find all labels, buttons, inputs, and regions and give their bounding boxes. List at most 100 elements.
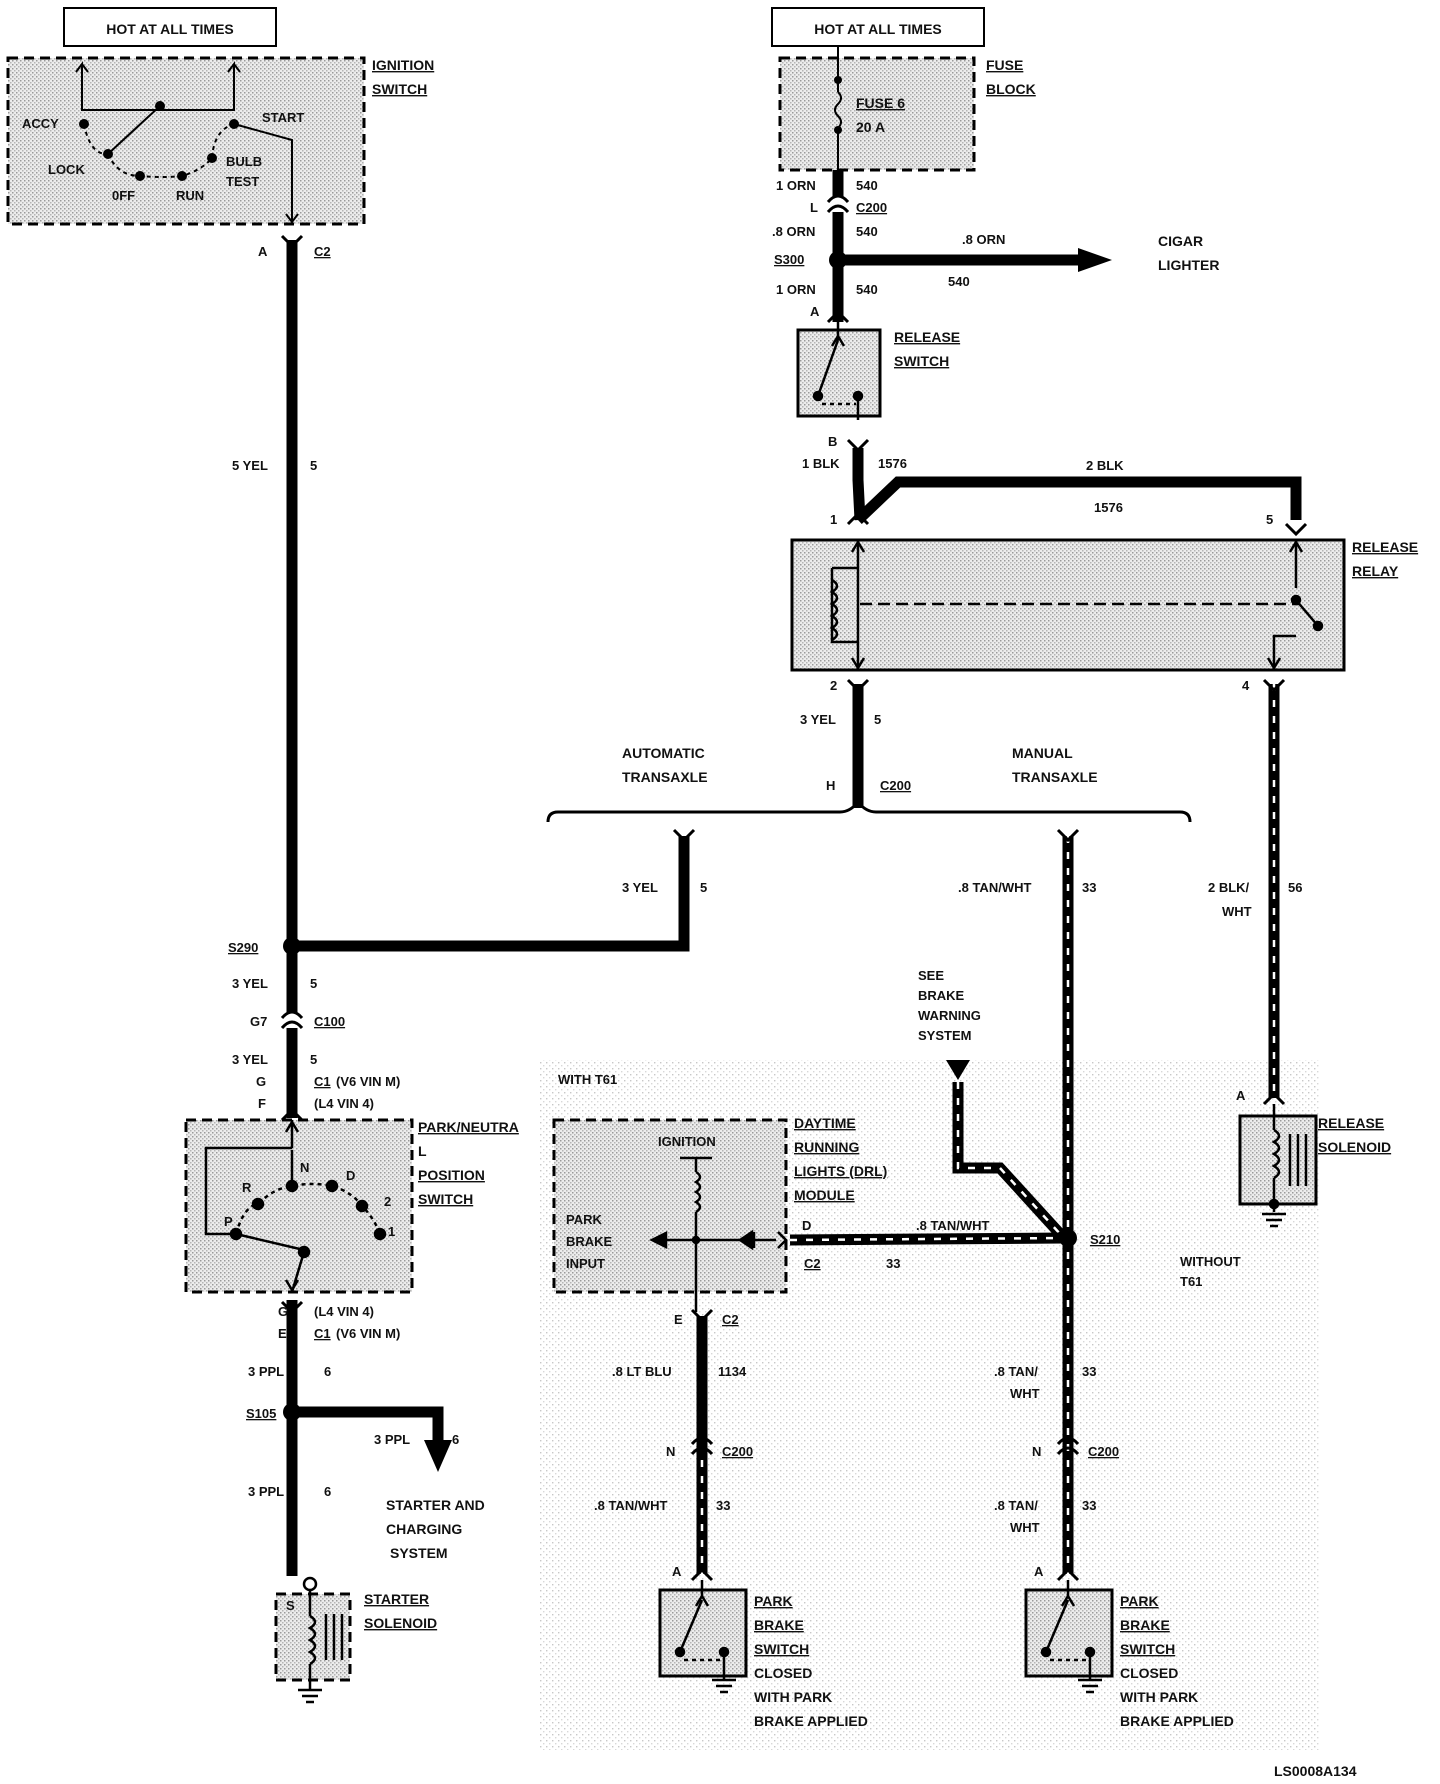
arrow-starter-charging [424, 1440, 452, 1472]
lbl-l4-bot: (L4 VIN 4) [314, 1304, 374, 1319]
fuse-label: FUSE 6 [856, 95, 905, 111]
without-t61-2: T61 [1180, 1274, 1202, 1289]
park-neutral-title-4: SWITCH [418, 1191, 473, 1207]
ignition-switch-title-2: SWITCH [372, 81, 427, 97]
lbl-33-manual: 33 [1082, 880, 1096, 895]
park-neutral-title-1: PARK/NEUTRA [418, 1119, 519, 1135]
lbl-5-yel: 5 YEL [232, 458, 268, 473]
fuse-block-box [778, 56, 976, 172]
lbl-a-left: A [672, 1564, 682, 1579]
lbl-e-drl: E [674, 1312, 683, 1327]
hot-at-all-times-box-left [63, 7, 277, 47]
lbl-tanwht-r1a: .8 TAN/ [994, 1364, 1038, 1379]
transaxle-brace [546, 799, 1192, 823]
drl-module-box [552, 1118, 788, 1294]
splice-s300 [829, 251, 847, 269]
lbl-2-blkwht-1: 2 BLK/ [1208, 880, 1250, 895]
fuse-icon [834, 46, 842, 170]
ground-icon-starter [298, 1688, 322, 1704]
lbl-3-yel-s290: 3 YEL [232, 976, 268, 991]
lbl-3-yel-relay: 3 YEL [800, 712, 836, 727]
lbl-release-b: B [828, 434, 837, 449]
gear-d-label: D [346, 1168, 355, 1183]
ignition-switch-title-1: IGNITION [372, 57, 434, 73]
lbl-1-orn: 1 ORN [776, 178, 816, 193]
pbs-left-5: WITH PARK [754, 1689, 832, 1705]
starter-solenoid-icon [302, 1576, 344, 1690]
park-brake-switch-right-labels: PARK BRAKE SWITCH CLOSED WITH PARK BRAKE… [1120, 1593, 1234, 1729]
lbl-g-top: G [256, 1074, 266, 1089]
park-brake-switch-left-labels: PARK BRAKE SWITCH CLOSED WITH PARK BRAKE… [754, 1593, 868, 1729]
lbl-lt-blu: .8 LT BLU [612, 1364, 672, 1379]
relay-coil-icon [829, 539, 1324, 671]
release-relay-title-1: RELEASE [1352, 539, 1418, 555]
pbs-right-2: BRAKE [1120, 1617, 1170, 1633]
pbs-right-4: CLOSED [1120, 1665, 1178, 1681]
lbl-solenoid-a: A [1236, 1088, 1246, 1103]
lbl-6-b: 6 [452, 1432, 459, 1447]
lbl-tanwht-r2a: .8 TAN/ [994, 1498, 1038, 1513]
lbl-5-auto: 5 [700, 880, 707, 895]
starter-solenoid-title-2: SOLENOID [364, 1615, 437, 1631]
lbl-drl-tanwht: .8 TAN/WHT [916, 1218, 989, 1233]
wire-brake-warning [952, 1082, 1067, 1240]
drl-ignition-label: IGNITION [658, 1134, 716, 1149]
lbl-s210: S210 [1090, 1232, 1120, 1247]
connector-markers [280, 194, 1308, 1582]
release-solenoid-title-1: RELEASE [1318, 1115, 1384, 1131]
starter-charging-3: SYSTEM [390, 1545, 448, 1561]
release-solenoid-title-2: SOLENOID [1318, 1139, 1391, 1155]
lbl-5-relay: 5 [874, 712, 881, 727]
lbl-540-b: 540 [856, 224, 878, 239]
accy-label: ACCY [22, 116, 59, 131]
lbl-tanwht-r1b: WHT [1010, 1386, 1040, 1401]
hot-at-all-times-box-right [771, 7, 985, 47]
lbl-f: F [258, 1096, 266, 1111]
fuse-rating: 20 A [856, 119, 885, 135]
lbl-drl-c2: C2 [804, 1256, 821, 1271]
lbl-conn-h: H [826, 778, 835, 793]
release-switch-box [796, 328, 882, 418]
pbs-right-5: WITH PARK [1120, 1689, 1198, 1705]
lbl-conn-l: L [810, 200, 818, 215]
lbl-release-a: A [810, 304, 820, 319]
lbl-540-c: 540 [856, 282, 878, 297]
pbs-right-3: SWITCH [1120, 1641, 1175, 1657]
lbl-1-orn-b: 1 ORN [776, 282, 816, 297]
gear-2-label: 2 [384, 1194, 391, 1209]
lbl-s105: S105 [246, 1406, 276, 1421]
lbl-s300: S300 [774, 252, 804, 267]
lbl-c1-top: C1 [314, 1074, 331, 1089]
lbl-v6m-bot: (V6 VIN M) [336, 1326, 400, 1341]
lbl-33-left: 33 [716, 1498, 730, 1513]
release-switch-title-2: SWITCH [894, 353, 949, 369]
starter-solenoid-title-1: STARTER [364, 1591, 429, 1607]
starter-s-terminal: S [286, 1598, 295, 1613]
lbl-2-blk: 2 BLK [1086, 458, 1124, 473]
lbl-tanwht-left: .8 TAN/WHT [594, 1498, 667, 1513]
park-brake-switch-right [1024, 1580, 1114, 1694]
off-label: 0FF [112, 188, 135, 203]
lbl-l4-top: (L4 VIN 4) [314, 1096, 374, 1111]
run-label: RUN [176, 188, 204, 203]
lbl-cig-540: 540 [948, 274, 970, 289]
start-label: START [262, 110, 304, 125]
starter-charging-2: CHARGING [386, 1521, 462, 1537]
ground-icon-solenoid [1262, 1212, 1286, 1228]
drl-title-4: MODULE [794, 1187, 855, 1203]
cigar-lighter-2: LIGHTER [1158, 257, 1219, 273]
lbl-c200-top: C200 [856, 200, 887, 215]
lbl-1-blk: 1 BLK [802, 456, 840, 471]
release-relay-title-2: RELAY [1352, 563, 1399, 579]
pbs-right-1: PARK [1120, 1593, 1159, 1609]
hot-at-all-times-right: HOT AT ALL TIMES [814, 21, 942, 37]
wire-33-drl-stripe [789, 1236, 1067, 1242]
gear-p-label: P [224, 1214, 233, 1229]
splice-s210 [1059, 1229, 1077, 1247]
gear-r-label: R [242, 1180, 252, 1195]
lbl-tanwht-r2b: WHT [1010, 1520, 1040, 1535]
pbs-left-3: SWITCH [754, 1641, 809, 1657]
lbl-drl-d: D [802, 1218, 811, 1233]
